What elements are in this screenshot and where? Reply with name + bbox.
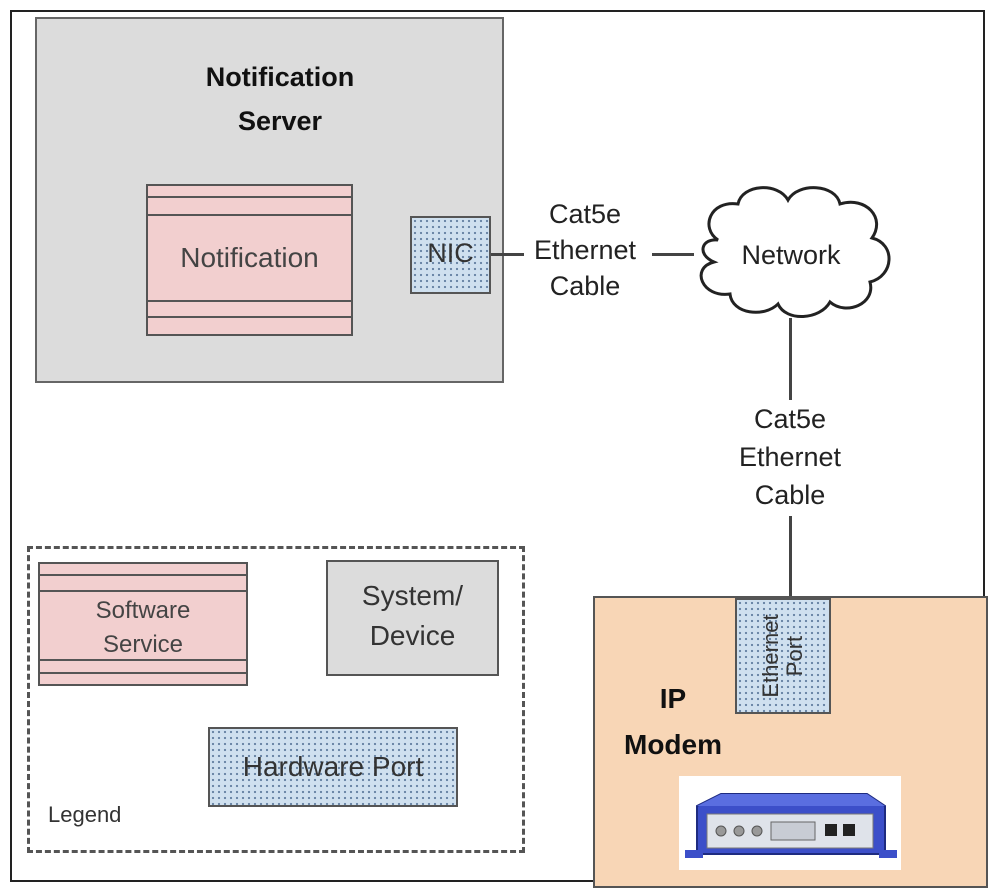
legend-box bbox=[27, 546, 525, 853]
nic-label: NIC bbox=[427, 238, 474, 268]
cable-label-right: Cat5e Ethernet Cable bbox=[720, 400, 860, 514]
ethernet-port-line1: Ethernet bbox=[758, 614, 783, 698]
cable-line-right bbox=[652, 253, 694, 256]
legend-hardware-label: Hardware Port bbox=[242, 751, 424, 782]
cable-line-left bbox=[491, 253, 524, 256]
network-cloud-icon: Network bbox=[699, 186, 891, 318]
cable-vertical-lower bbox=[789, 516, 792, 598]
legend-software-label: Software Service bbox=[40, 594, 246, 662]
legend-software-service: Software Service bbox=[38, 562, 248, 686]
cable-top-line3: Cable bbox=[549, 271, 621, 301]
server-title-line1: Notification bbox=[205, 62, 355, 92]
modem-title-line1: IP bbox=[659, 683, 687, 714]
server-title-line2: Server bbox=[237, 106, 323, 136]
legend-software-line1: Software bbox=[95, 597, 191, 624]
network-label: Network bbox=[741, 240, 841, 270]
ethernet-port-line2: Port bbox=[782, 635, 807, 677]
modem-title-line2: Modem bbox=[624, 729, 722, 760]
modem-title: IP Modem bbox=[603, 676, 743, 768]
cable-right-line3: Cable bbox=[754, 480, 826, 510]
legend-system-line1: System/ bbox=[361, 580, 464, 611]
server-title: Notification Server bbox=[150, 55, 410, 143]
nic-port: NIC bbox=[410, 216, 491, 294]
legend-system-line2: Device bbox=[369, 620, 456, 651]
modem-device-image bbox=[679, 776, 901, 870]
router-device-icon bbox=[685, 793, 897, 858]
legend-hardware-port: Hardware Port bbox=[208, 727, 458, 807]
cable-top-line1: Cat5e bbox=[548, 199, 622, 229]
legend-title: Legend bbox=[48, 802, 122, 827]
cable-right-line1: Cat5e bbox=[753, 404, 827, 434]
legend-system-device: System/ Device bbox=[326, 560, 499, 676]
cable-right-line2: Ethernet bbox=[738, 442, 842, 472]
ethernet-port: Ethernet Port bbox=[735, 598, 831, 714]
cable-top-line2: Ethernet bbox=[533, 235, 637, 265]
legend-system-label: System/ Device bbox=[328, 576, 497, 656]
ethernet-port-label: Ethernet Port bbox=[758, 601, 807, 711]
cable-label-top: Cat5e Ethernet Cable bbox=[515, 196, 655, 304]
cable-vertical-upper bbox=[789, 318, 792, 400]
legend-software-line2: Service bbox=[102, 631, 184, 658]
notification-service-label: Notification bbox=[180, 242, 319, 273]
notification-service-box: Notification bbox=[146, 184, 353, 336]
